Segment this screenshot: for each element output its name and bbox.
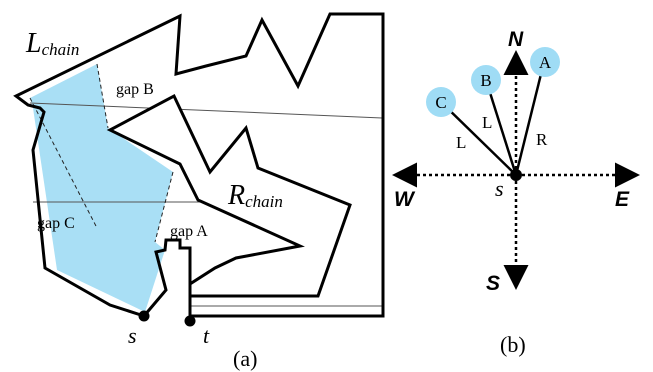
ray-label-r: R xyxy=(536,130,548,149)
ray-to-c xyxy=(440,101,517,176)
point-s xyxy=(138,310,150,322)
label-l-chain-sub: chain xyxy=(42,40,80,59)
dashed-gap-a xyxy=(154,171,174,243)
label-t: t xyxy=(203,323,210,348)
compass-e: E xyxy=(615,188,630,211)
label-gap-a: gap A xyxy=(170,223,208,240)
panel-b: A B C R L L s N S E W (b) xyxy=(392,28,640,357)
outer-boundary xyxy=(13,12,385,318)
shaded-corridor xyxy=(30,64,173,312)
dashed-top-gap-b xyxy=(96,63,109,129)
point-a-circle xyxy=(530,47,560,77)
ray-to-b xyxy=(484,79,518,176)
point-b-label: B xyxy=(480,71,491,90)
compass-n: N xyxy=(508,28,524,51)
label-r-chain-sub: chain xyxy=(245,192,283,211)
caption-b: (b) xyxy=(500,332,526,357)
caption-a: (a) xyxy=(233,346,257,371)
compass-w: W xyxy=(394,188,416,211)
ray-label-l-b: L xyxy=(482,113,492,132)
panel-a: Lchain Rchain gap B gap C gap A s t (a) xyxy=(13,12,385,371)
compass-s: S xyxy=(486,272,500,295)
point-c-circle xyxy=(426,87,456,117)
label-r-chain: Rchain xyxy=(227,180,283,211)
ray-label-l-c: L xyxy=(456,133,466,152)
label-s: s xyxy=(128,323,137,348)
label-gap-b: gap B xyxy=(116,81,154,98)
point-a-label: A xyxy=(539,53,552,72)
label-gap-c: gap C xyxy=(37,215,75,232)
point-b-circle xyxy=(471,65,501,95)
origin-label: s xyxy=(495,176,504,201)
origin-point xyxy=(510,169,522,181)
point-t xyxy=(184,315,196,327)
hline-top xyxy=(29,102,384,119)
label-l-chain: Lchain xyxy=(25,28,79,59)
point-c-label: C xyxy=(435,93,446,112)
ray-to-a xyxy=(514,61,546,176)
